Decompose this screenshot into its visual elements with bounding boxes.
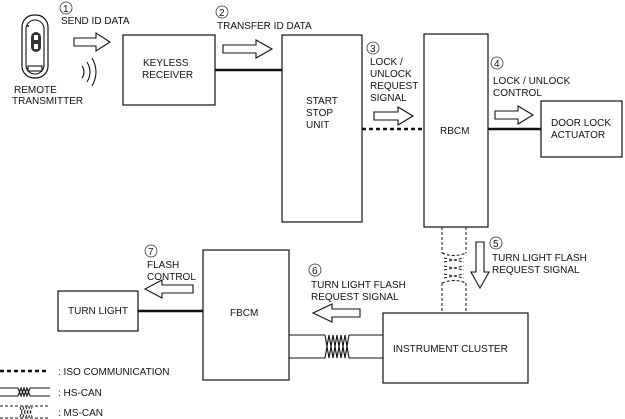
step1-label: 1 SEND ID DATA: [59, 1, 130, 27]
svg-text:6: 6: [312, 266, 318, 277]
svg-text:TRANSFER ID DATA: TRANSFER ID DATA: [217, 21, 312, 32]
legend: : ISO COMMUNICATION : HS-CAN : MS-CAN: [0, 367, 169, 419]
svg-text:TURN LIGHT FLASH: TURN LIGHT FLASH: [492, 253, 587, 264]
step3-label: 3 LOCK / UNLOCK REQUEST SIGNAL: [366, 41, 418, 104]
svg-text:DOOR LOCK: DOOR LOCK: [551, 118, 611, 129]
svg-text:KEYLESS: KEYLESS: [143, 58, 189, 69]
step1-arrow-icon: [73, 31, 112, 53]
svg-text:RBCM: RBCM: [440, 126, 469, 137]
door-lock-actuator-block: DOOR LOCK ACTUATOR: [540, 100, 623, 158]
remote-transmitter-icon: [21, 14, 49, 79]
svg-text:REQUEST SIGNAL: REQUEST SIGNAL: [492, 265, 580, 276]
svg-text:TURN LIGHT: TURN LIGHT: [68, 306, 128, 317]
step2-label: 2 TRANSFER ID DATA: [215, 5, 312, 32]
svg-text:3: 3: [370, 44, 376, 55]
svg-text:ACTUATOR: ACTUATOR: [551, 130, 605, 141]
legend-ms-can-label: : MS-CAN: [58, 408, 103, 419]
svg-text:UNLOCK: UNLOCK: [370, 69, 412, 80]
svg-text:FLASH: FLASH: [147, 260, 179, 271]
step6-label: 6 TURN LIGHT FLASH REQUEST SIGNAL: [308, 263, 406, 303]
svg-text:CONTROL: CONTROL: [147, 272, 196, 283]
svg-text:SEND ID DATA: SEND ID DATA: [61, 16, 130, 27]
radio-waves-icon: [81, 57, 97, 87]
svg-text:2: 2: [219, 8, 225, 19]
legend-ms-can-swatch: [0, 405, 50, 419]
legend-iso-label: : ISO COMMUNICATION: [58, 367, 169, 378]
legend-hs-can-swatch: [0, 386, 50, 398]
svg-text:7: 7: [148, 247, 154, 258]
svg-text:LOCK /: LOCK /: [370, 57, 403, 68]
svg-text:5: 5: [493, 239, 499, 250]
step4-label: 4 LOCK / UNLOCK CONTROL: [490, 56, 571, 99]
step4-arrow-icon: [494, 105, 535, 125]
legend-hs-can-label: : HS-CAN: [58, 388, 102, 399]
step7-arrow-icon: [143, 279, 194, 299]
svg-text:CONTROL: CONTROL: [493, 88, 542, 99]
svg-text:FBCM: FBCM: [230, 308, 258, 319]
svg-text:LOCK / UNLOCK: LOCK / UNLOCK: [493, 76, 571, 87]
svg-text:INSTRUMENT CLUSTER: INSTRUMENT CLUSTER: [393, 344, 508, 355]
svg-text:UNIT: UNIT: [306, 120, 329, 131]
step3-arrow-icon: [373, 106, 415, 126]
instrument-cluster-block: INSTRUMENT CLUSTER: [382, 312, 529, 384]
svg-text:REQUEST: REQUEST: [370, 81, 418, 92]
remote-label-1: REMOTE: [14, 85, 57, 96]
svg-text:1: 1: [63, 4, 69, 15]
step5-label: 5 TURN LIGHT FLASH REQUEST SIGNAL: [489, 236, 587, 276]
step6-arrow-icon: [311, 303, 361, 323]
start-stop-unit-block: START STOP UNIT: [281, 34, 363, 223]
svg-text:4: 4: [494, 59, 500, 70]
svg-text:RECEIVER: RECEIVER: [142, 70, 193, 81]
ms-can-line: [441, 227, 467, 313]
svg-text:TURN LIGHT FLASH: TURN LIGHT FLASH: [311, 280, 406, 291]
svg-text:SIGNAL: SIGNAL: [370, 93, 407, 104]
keyless-receiver-block: KEYLESS RECEIVER: [122, 34, 216, 106]
step2-arrow-icon: [222, 39, 274, 59]
remote-label-2: TRANSMITTER: [12, 96, 83, 107]
step5-arrow-icon: [470, 241, 490, 290]
svg-text:REQUEST SIGNAL: REQUEST SIGNAL: [311, 292, 399, 303]
rbcm-block: RBCM: [423, 33, 489, 228]
svg-text:START: START: [306, 96, 338, 107]
hs-can-line: [289, 334, 383, 359]
step7-label: 7 FLASH CONTROL: [144, 244, 196, 283]
fbcm-block: FBCM: [202, 249, 290, 381]
svg-text:STOP: STOP: [306, 108, 333, 119]
turn-light-block: TURN LIGHT: [57, 290, 139, 332]
